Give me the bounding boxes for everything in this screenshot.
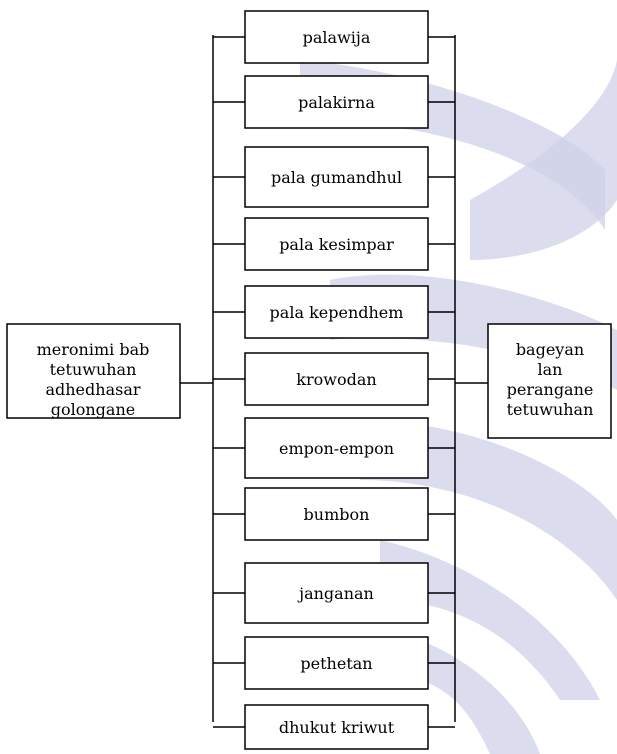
item-label: pethetan [300, 654, 372, 673]
item-label: palakirna [298, 93, 375, 112]
right-box-line-3: perangane [507, 380, 594, 399]
item-label: pala kependhem [270, 303, 404, 322]
item-label: janganan [297, 584, 374, 603]
item-box-frame [244, 75, 429, 129]
item-box-frame [244, 146, 429, 208]
item-box-frame [244, 562, 429, 624]
item-label: bumbon [304, 505, 370, 524]
item-box-2: palakirna [244, 75, 429, 129]
item-box-9: janganan [244, 562, 429, 624]
connector-lines [180, 35, 488, 728]
item-box-frame [244, 352, 429, 406]
item-box-11: dhukut kriwut [244, 704, 429, 750]
item-box-10: pethetan [244, 636, 429, 690]
item-box-frame [244, 10, 429, 64]
item-box-frame [244, 636, 429, 690]
item-label: pala kesimpar [279, 235, 394, 254]
item-box-3: pala gumandhul [244, 146, 429, 208]
left-box: meronimi bab tetuwuhan adhedhasar golong… [6, 323, 181, 419]
right-box-line-2: lan [538, 360, 563, 379]
right-box-line-1: bageyan [516, 340, 584, 359]
item-label: krowodan [296, 370, 376, 389]
item-box-frame [244, 704, 429, 750]
item-box-frame [244, 285, 429, 339]
left-box-line-1: meronimi bab [37, 340, 150, 359]
left-box-line-3: adhedhasar [45, 380, 140, 399]
item-box-frame [244, 217, 429, 271]
item-label: empon-empon [279, 439, 394, 458]
right-box: bageyan lan perangane tetuwuhan [487, 323, 612, 439]
item-label: palawija [303, 28, 371, 47]
item-label: pala gumandhul [271, 168, 402, 187]
item-box-7: empon-empon [244, 417, 429, 479]
item-box-frame [244, 487, 429, 541]
item-box-1: palawija [244, 10, 429, 64]
item-boxes: palawija palakirna pala gumandhul pala kesi… [244, 10, 429, 750]
item-box-4: pala kesimpar [244, 217, 429, 271]
item-label: dhukut kriwut [279, 718, 395, 737]
item-box-6: krowodan [244, 352, 429, 406]
left-box-line-2: tetuwuhan [50, 360, 137, 379]
item-box-frame [244, 417, 429, 479]
left-box-line-4: golongane [51, 400, 135, 419]
right-box-line-4: tetuwuhan [507, 400, 594, 419]
item-box-5: pala kependhem [244, 285, 429, 339]
item-box-8: bumbon [244, 487, 429, 541]
